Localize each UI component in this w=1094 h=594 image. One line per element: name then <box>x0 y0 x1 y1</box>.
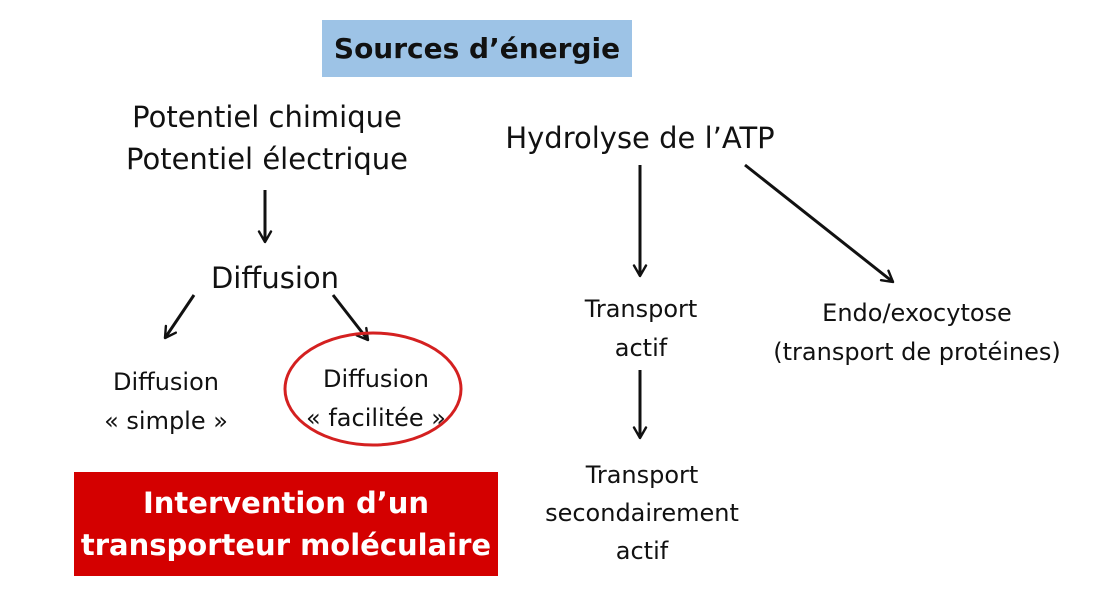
node-diffusion-simple-line2: « simple » <box>104 407 228 435</box>
node-diffusion-simple: Diffusion « simple » <box>86 363 246 441</box>
intervention-line2: transporteur moléculaire <box>80 528 492 562</box>
node-diffusion-facilitee-line2: « facilitée » <box>306 404 446 432</box>
node-diffusion-facilitee: Diffusion « facilitée » <box>290 360 462 438</box>
node-endo-exocytose-line2: (transport de protéines) <box>773 338 1061 366</box>
node-hydrolyse-atp: Hydrolyse de l’ATP <box>505 121 775 155</box>
node-diffusion-simple-line1: Diffusion <box>113 368 219 396</box>
node-potentiel-electrique: Potentiel électrique <box>126 142 408 176</box>
node-endo-exocytose: Endo/exocytose (transport de protéines) <box>752 294 1082 372</box>
arrow-atp-to-endo-exocytose <box>744 163 895 284</box>
diagram-title-text: Sources d’énergie <box>333 32 621 65</box>
highlight-circle <box>283 331 463 447</box>
node-transport-secondaire-line1: Transport <box>585 461 699 489</box>
node-transport-secondaire-line2: secondairement <box>545 499 739 527</box>
node-diffusion-facilitee-line1: Diffusion <box>323 365 429 393</box>
diagram-title: Sources d’énergie <box>322 20 632 77</box>
intervention-box: Intervention d’un transporteur moléculai… <box>74 472 498 576</box>
node-transport-secondaire-line3: actif <box>615 537 669 565</box>
arrow-diffusion-to-simple <box>163 294 196 340</box>
intervention-line1: Intervention d’un <box>142 486 430 520</box>
node-diffusion: Diffusion <box>210 261 340 295</box>
node-potentiels: Potentiel chimique Potentiel électrique <box>100 96 434 180</box>
node-transport-actif: Transport actif <box>560 290 722 368</box>
node-potentiel-chimique: Potentiel chimique <box>132 100 402 134</box>
node-transport-secondaire: Transport secondairement actif <box>535 456 749 570</box>
node-transport-actif-line2: actif <box>614 334 668 362</box>
node-endo-exocytose-line1: Endo/exocytose <box>822 299 1012 327</box>
node-transport-actif-line1: Transport <box>584 295 698 323</box>
